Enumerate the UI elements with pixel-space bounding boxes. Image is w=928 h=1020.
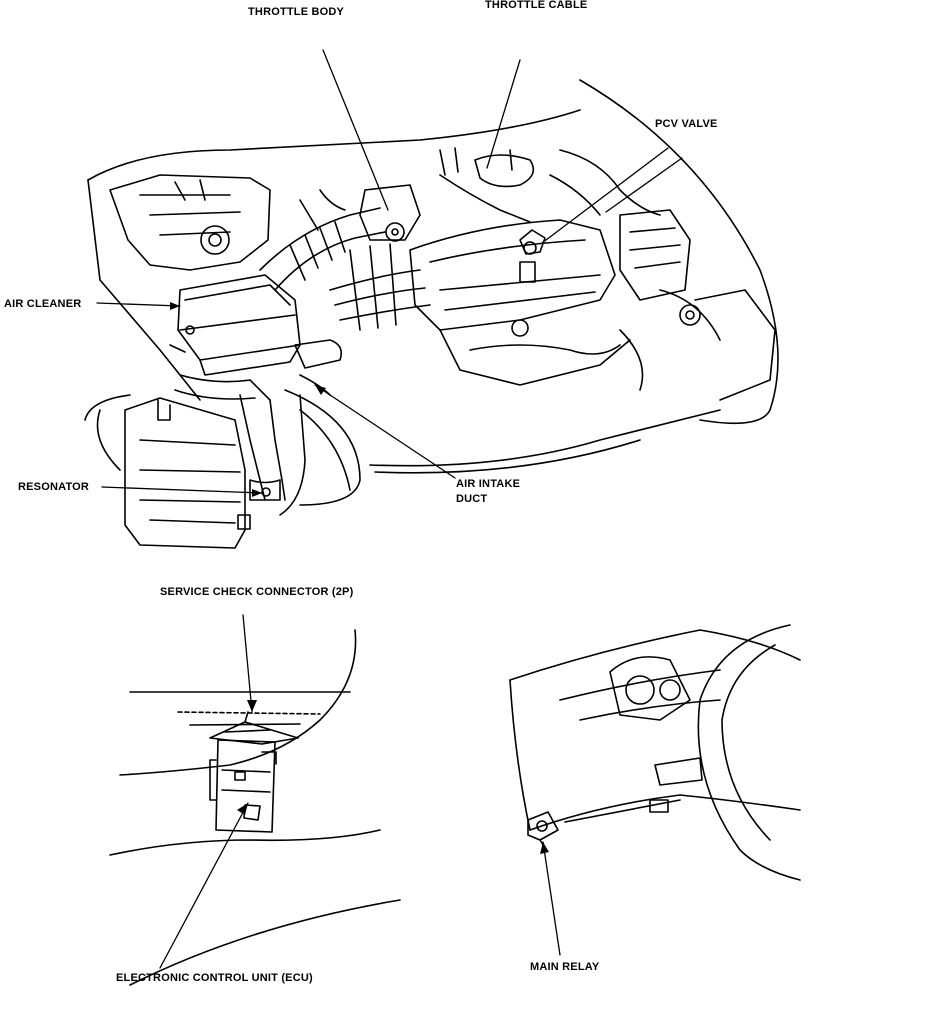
air-cleaner-label: AIR CLEANER: [4, 298, 82, 310]
resonator-label: RESONATOR: [18, 481, 90, 493]
main-relay-leader-lines: [540, 841, 561, 956]
service-check-leader: [242, 614, 253, 713]
ecu-dashboard-illustration: [109, 629, 401, 986]
engine-leader-lines: [96, 49, 683, 497]
throttle-cable-leader: [486, 59, 521, 169]
ecu-label: ELECTRONIC CONTROL UNIT (ECU): [116, 972, 313, 984]
air-intake-duct-leader: [314, 384, 456, 479]
pcv-valve-label: PCV VALVE: [655, 118, 718, 130]
service-check-connector-label: SERVICE CHECK CONNECTOR (2P): [160, 586, 354, 598]
air-cleaner-leader: [96, 302, 181, 307]
air-intake-duct-label-line1: AIR INTAKE: [456, 478, 521, 490]
main-relay-leader: [542, 841, 561, 956]
throttle-body-leader: [322, 49, 389, 211]
throttle-body-label: THROTTLE BODY: [248, 6, 345, 18]
ecu-leader-lines: [159, 614, 257, 969]
ecu-leader: [159, 802, 249, 969]
pcv-valve-leader: [541, 147, 669, 244]
engine-bay-illustration: [84, 79, 779, 549]
main-relay-label: MAIN RELAY: [530, 961, 600, 973]
throttle-cable-label: THROTTLE CABLE: [485, 0, 588, 11]
resonator-leader: [101, 486, 263, 494]
main-relay-dashboard-illustration: [509, 624, 801, 881]
air-intake-duct-label-line2: DUCT: [456, 493, 488, 505]
